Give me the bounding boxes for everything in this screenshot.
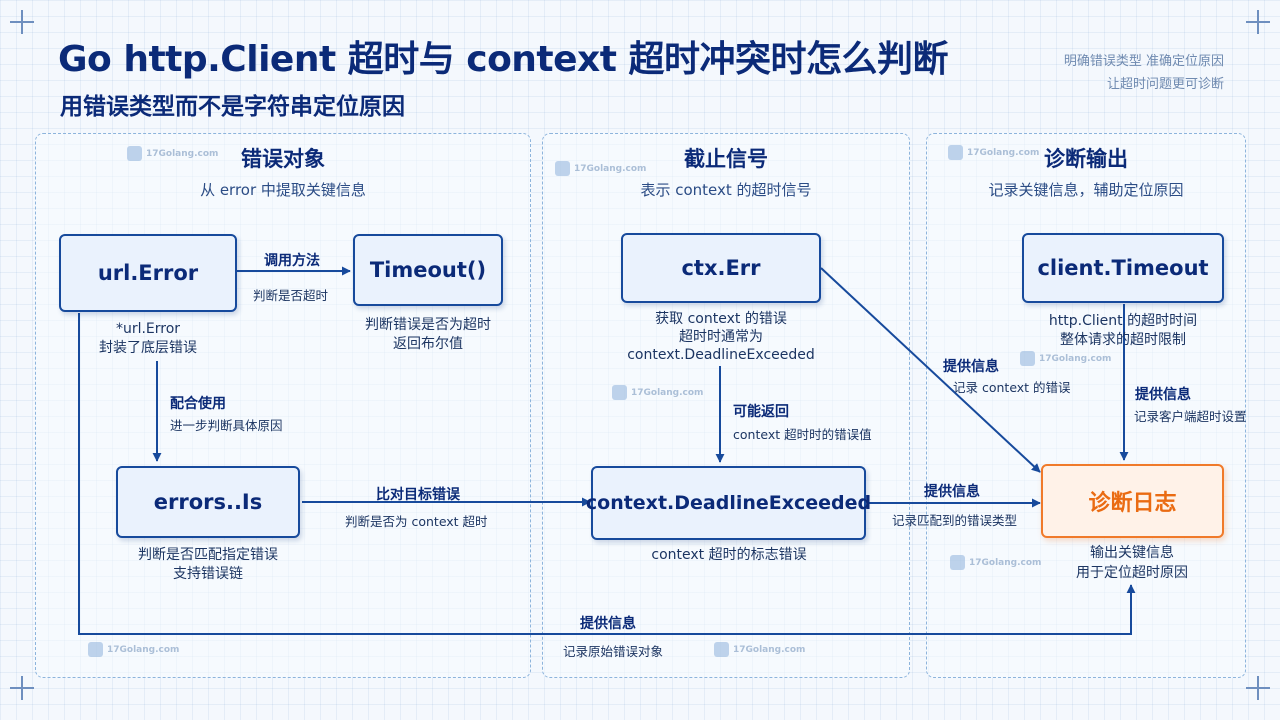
node-client-timeout: client.Timeout xyxy=(1022,233,1224,303)
edge-label-call-method: 调用方法 xyxy=(264,253,320,269)
note-url-error-line-1: *url.Error xyxy=(115,321,181,337)
watermark-logo-icon xyxy=(1020,351,1035,366)
edge-label-provide-original: 提供信息 xyxy=(580,616,636,632)
note-diag-log-line-1: 输出关键信息 xyxy=(1090,545,1174,561)
note-timeout-line-1: 判断错误是否为超时 xyxy=(365,317,491,333)
watermark-logo-icon xyxy=(127,146,142,161)
edge-sublabel-provide-client: 记录客户端超时设置 xyxy=(1134,409,1247,424)
arrow-url-error-to-diag-log xyxy=(78,313,1136,635)
tagline-line-2: 让超时问题更可诊断 xyxy=(1106,77,1224,92)
node-context-deadline-exceeded: context.DeadlineExceeded xyxy=(586,466,871,540)
edge-sublabel-provide-ctx: 记录 context 的错误 xyxy=(953,380,1071,395)
watermark: 17Golang.com xyxy=(950,555,1041,570)
node-diagnostic-log: 诊断日志 xyxy=(1041,464,1224,538)
watermark-logo-icon xyxy=(88,642,103,657)
edge-sublabel-provide-original: 记录原始错误对象 xyxy=(563,644,664,659)
edge-sublabel-combined-use: 进一步判断具体原因 xyxy=(170,418,283,433)
panel-desc-diagnostic-output: 记录关键信息，辅助定位原因 xyxy=(988,181,1184,199)
note-ctx-err-line-1: 获取 context 的错误 xyxy=(655,311,787,327)
node-errors-is: errors..Is xyxy=(116,466,300,538)
page-title: Go http.Client 超时与 context 超时冲突时怎么判断 xyxy=(58,39,949,80)
watermark-logo-icon xyxy=(555,161,570,176)
watermark: 17Golang.com xyxy=(555,161,646,176)
note-timeout-line-2: 返回布尔值 xyxy=(393,336,463,352)
corner-mark-bottom-left xyxy=(10,676,34,700)
note-url-error-line-2: 封装了底层错误 xyxy=(99,340,197,356)
note-ctx-err-line-3: context.DeadlineExceeded xyxy=(627,347,815,363)
panel-desc-deadline-signal: 表示 context 的超时信号 xyxy=(640,181,812,199)
edge-sublabel-may-return: context 超时时的错误值 xyxy=(733,427,872,442)
panel-error-object xyxy=(35,133,531,678)
note-errors-is-line-2: 支持错误链 xyxy=(173,566,243,582)
node-ctx-err: ctx.Err xyxy=(621,233,821,303)
panel-desc-error-object: 从 error 中提取关键信息 xyxy=(200,181,366,199)
corner-mark-bottom-right xyxy=(1246,676,1270,700)
edge-sublabel-call-method: 判断是否超时 xyxy=(253,288,329,303)
arrow-ctx-err-to-diag-log xyxy=(820,267,1041,473)
note-client-timeout-line-1: http.Client 的超时时间 xyxy=(1048,313,1198,329)
note-errors-is-line-1: 判断是否匹配指定错误 xyxy=(138,547,278,563)
panel-diagnostic-output xyxy=(926,133,1246,678)
note-client-timeout-line-2: 整体请求的超时限制 xyxy=(1060,332,1186,348)
watermark-logo-icon xyxy=(714,642,729,657)
watermark: 17Golang.com xyxy=(127,146,218,161)
watermark: 17Golang.com xyxy=(1020,351,1111,366)
panel-title-error-object: 错误对象 xyxy=(241,147,325,171)
page-subtitle: 用错误类型而不是字符串定位原因 xyxy=(60,94,405,120)
watermark-logo-icon xyxy=(948,145,963,160)
panel-deadline-signal xyxy=(542,133,910,678)
note-diag-log-line-2: 用于定位超时原因 xyxy=(1076,565,1188,581)
edge-label-combined-use: 配合使用 xyxy=(170,396,226,412)
corner-mark-top-right xyxy=(1246,10,1270,34)
node-timeout-method: Timeout() xyxy=(353,234,503,306)
edge-label-compare-target: 比对目标错误 xyxy=(376,487,460,503)
edge-sublabel-provide-matched: 记录匹配到的错误类型 xyxy=(892,513,1018,528)
panel-title-deadline-signal: 截止信号 xyxy=(684,147,768,171)
panel-title-diagnostic-output: 诊断输出 xyxy=(1044,147,1128,171)
edge-sublabel-compare-target: 判断是否为 context 超时 xyxy=(345,514,488,529)
node-url-error: url.Error xyxy=(59,234,237,312)
edge-label-may-return: 可能返回 xyxy=(733,404,789,420)
edge-label-provide-matched: 提供信息 xyxy=(924,484,980,500)
note-deadline-exceeded: context 超时的标志错误 xyxy=(651,547,807,563)
watermark-logo-icon xyxy=(612,385,627,400)
watermark: 17Golang.com xyxy=(612,385,703,400)
watermark-logo-icon xyxy=(950,555,965,570)
watermark: 17Golang.com xyxy=(88,642,179,657)
watermark: 17Golang.com xyxy=(714,642,805,657)
corner-mark-top-left xyxy=(10,10,34,34)
edge-label-provide-client: 提供信息 xyxy=(1135,387,1191,403)
edge-label-provide-ctx: 提供信息 xyxy=(943,359,999,375)
watermark: 17Golang.com xyxy=(948,145,1039,160)
tagline-line-1: 明确错误类型 准确定位原因 xyxy=(1063,54,1224,69)
note-ctx-err-line-2: 超时时通常为 xyxy=(679,329,763,345)
